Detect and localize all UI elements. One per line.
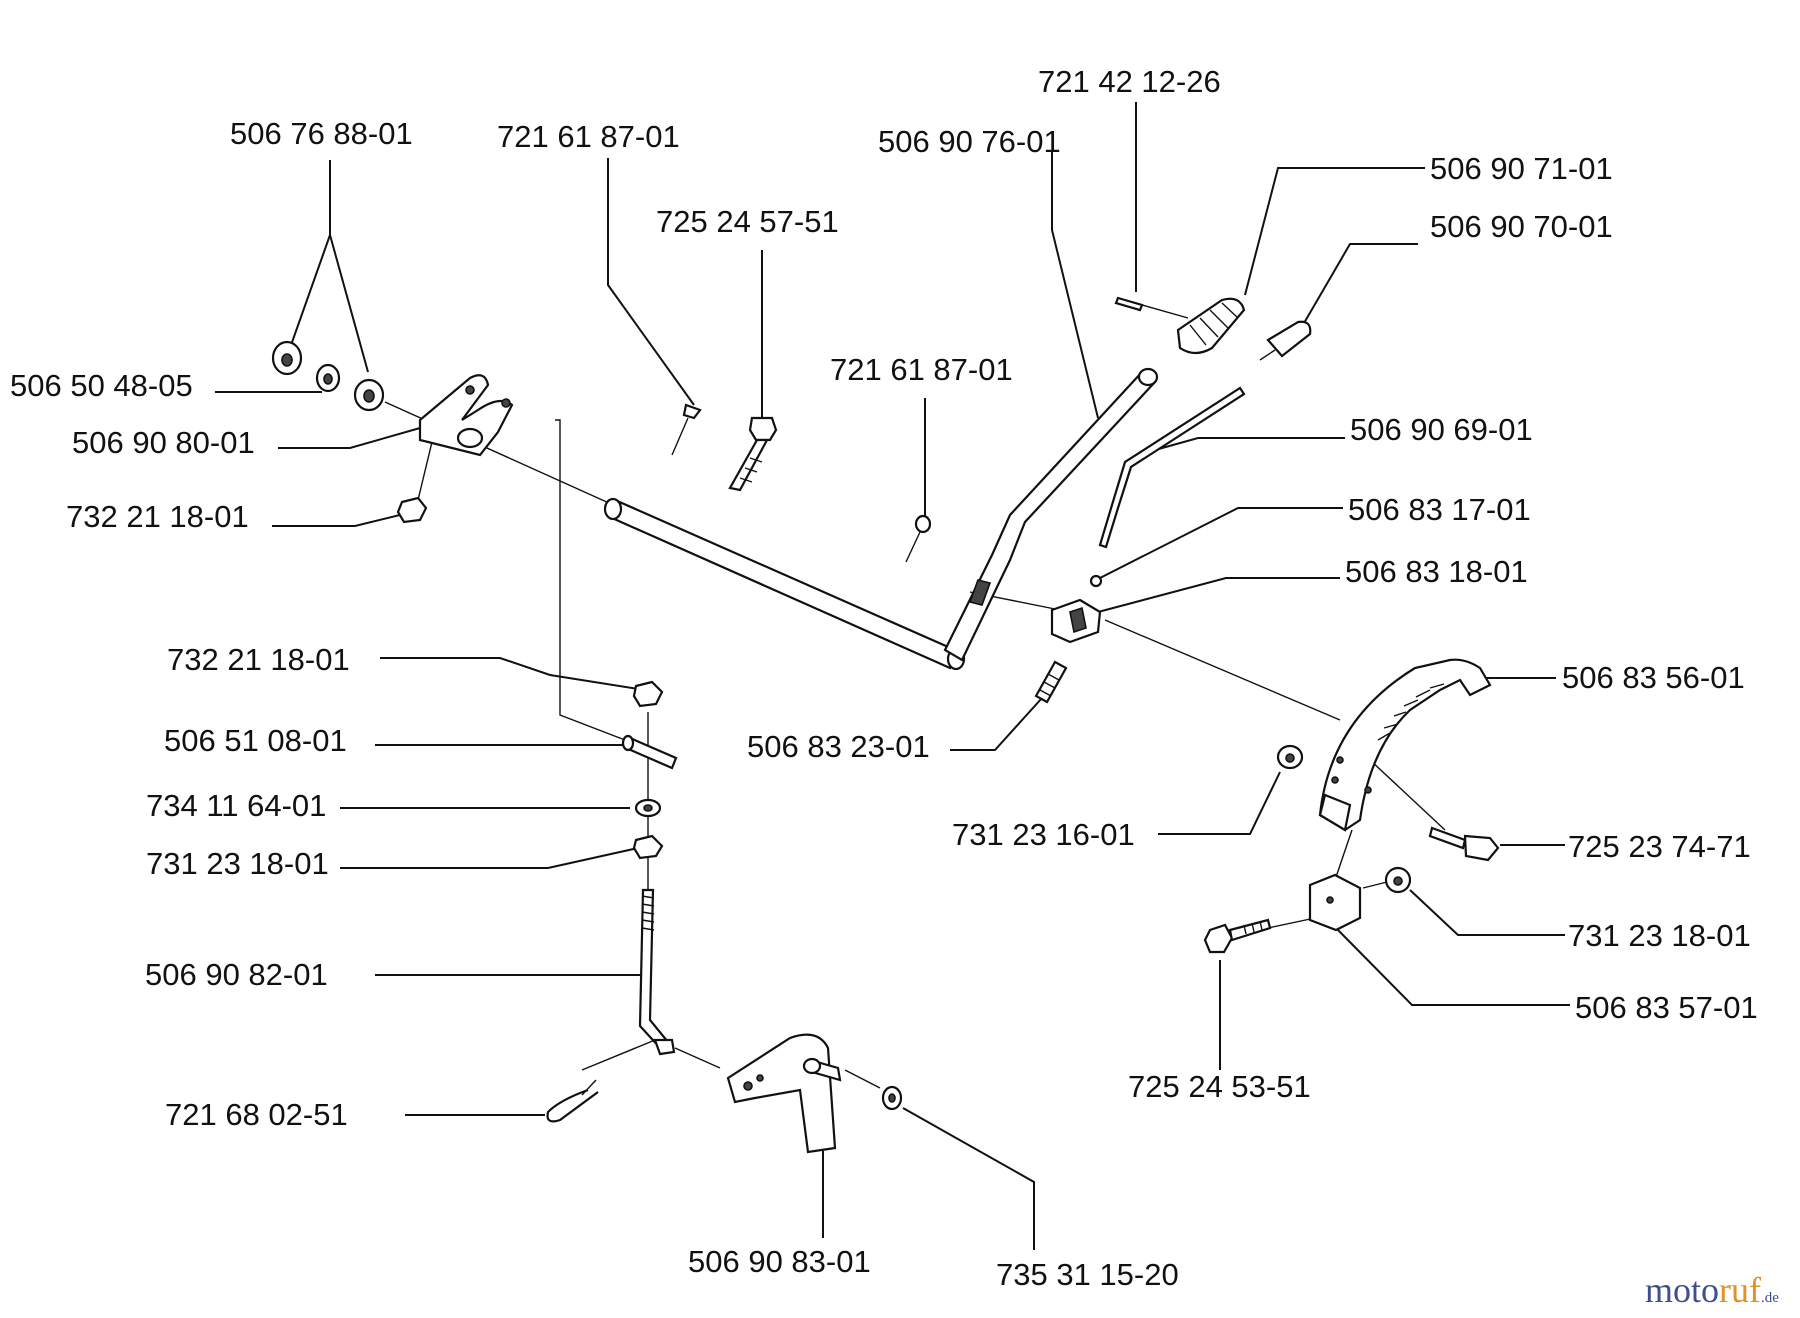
- nut-506-76-88-01-a: [271, 340, 303, 376]
- label-506-83-23-01: 506 83 23-01: [747, 729, 930, 764]
- label-725-24-53-51: 725 24 53-51: [1128, 1069, 1311, 1104]
- label-506-90-83-01: 506 90 83-01: [688, 1244, 871, 1279]
- nut-735-31-15-20: [881, 1085, 903, 1111]
- rod-506-90-82-01: [638, 888, 676, 1056]
- label-734-11-64-01: 734 11 64-01: [146, 788, 326, 823]
- nut-731-23-18-01-left: [632, 834, 664, 860]
- label-506-90-80-01: 506 90 80-01: [72, 425, 255, 460]
- pin-721-61-87-01-mid: [905, 514, 932, 563]
- nut-732-21-18-01-upper: [396, 496, 428, 524]
- leader-lines: [215, 102, 1570, 1250]
- label-506-83-17-01: 506 83 17-01: [1348, 492, 1531, 527]
- label-725-24-57-51: 725 24 57-51: [656, 204, 839, 239]
- label-731-23-18-01-right: 731 23 18-01: [1568, 918, 1751, 953]
- nut-732-21-18-01-lower: [632, 680, 664, 708]
- lever-506-90-76-01: [943, 367, 1159, 662]
- label-721-61-87-01-top: 721 61 87-01: [497, 119, 680, 154]
- washer-734-11-64-01: [634, 798, 662, 818]
- label-506-90-70-01: 506 90 70-01: [1430, 209, 1613, 244]
- label-725-23-74-71: 725 23 74-71: [1568, 829, 1751, 864]
- label-506-90-82-01: 506 90 82-01: [145, 957, 328, 992]
- grip-506-90-71-01: [1176, 297, 1246, 355]
- bolt-725-23-74-71: [1428, 826, 1500, 862]
- watermark-logo: motoruf.de: [1645, 1270, 1779, 1310]
- block-506-83-57-01: [1308, 873, 1362, 932]
- watermark-text: motoruf.de: [1645, 1270, 1779, 1310]
- screw-725-24-57-51: [728, 416, 778, 492]
- spring-506-83-23-01: [1034, 660, 1068, 704]
- label-721-61-87-01-mid: 721 61 87-01: [830, 352, 1013, 387]
- label-506-50-48-05: 506 50 48-05: [10, 368, 193, 403]
- label-731-23-16-01: 731 23 16-01: [952, 817, 1135, 852]
- label-506-83-18-01: 506 83 18-01: [1345, 554, 1528, 589]
- label-731-23-18-01-left: 731 23 18-01: [146, 846, 329, 881]
- cross-shaft: [603, 497, 966, 671]
- sector-506-83-56-01: [1318, 658, 1492, 832]
- ball-506-83-17-01: [1089, 574, 1103, 588]
- plate-506-90-83-01: [726, 1033, 842, 1154]
- bracket-506-90-80-01: [418, 374, 514, 457]
- label-721-42-12-26: 721 42 12-26: [1038, 64, 1221, 99]
- hairpin-721-68-02-51: [546, 1079, 599, 1123]
- label-506-90-76-01: 506 90 76-01: [878, 124, 1061, 159]
- label-732-21-18-01-lower: 732 21 18-01: [167, 642, 350, 677]
- cable-end-506-90-70-01: [1259, 320, 1312, 361]
- label-721-68-02-51: 721 68 02-51: [165, 1097, 348, 1132]
- watermark-suffix: .de: [1761, 1290, 1779, 1306]
- label-506-90-71-01: 506 90 71-01: [1430, 151, 1613, 186]
- label-506-76-88-01: 506 76 88-01: [230, 116, 413, 151]
- rod-506-90-69-01: [1098, 386, 1246, 549]
- label-735-31-15-20: 735 31 15-20: [996, 1257, 1179, 1292]
- pin-721-61-87-01-top: [671, 403, 702, 456]
- block-506-83-18-01: [1050, 598, 1102, 644]
- parts: [271, 296, 1500, 1154]
- bolt-725-24-53-51: [1203, 918, 1272, 954]
- pin-506-51-08-01: [621, 734, 678, 770]
- label-506-51-08-01: 506 51 08-01: [164, 723, 347, 758]
- pin-721-42-12-26: [1114, 296, 1144, 312]
- nut-506-76-88-01-b: [353, 378, 385, 412]
- watermark-part2: ruf: [1719, 1270, 1761, 1310]
- label-506-90-69-01: 506 90 69-01: [1350, 412, 1533, 447]
- nut-731-23-18-01-right: [1384, 866, 1412, 894]
- label-506-83-57-01: 506 83 57-01: [1575, 990, 1758, 1025]
- label-506-83-56-01: 506 83 56-01: [1562, 660, 1745, 695]
- nut-731-23-16-01: [1276, 744, 1304, 770]
- watermark-part1: moto: [1645, 1270, 1719, 1310]
- washer-506-50-48-05: [315, 363, 341, 393]
- part-labels: 506 76 88-01 721 61 87-01 725 24 57-51 5…: [10, 64, 1758, 1292]
- label-732-21-18-01-upper: 732 21 18-01: [66, 499, 249, 534]
